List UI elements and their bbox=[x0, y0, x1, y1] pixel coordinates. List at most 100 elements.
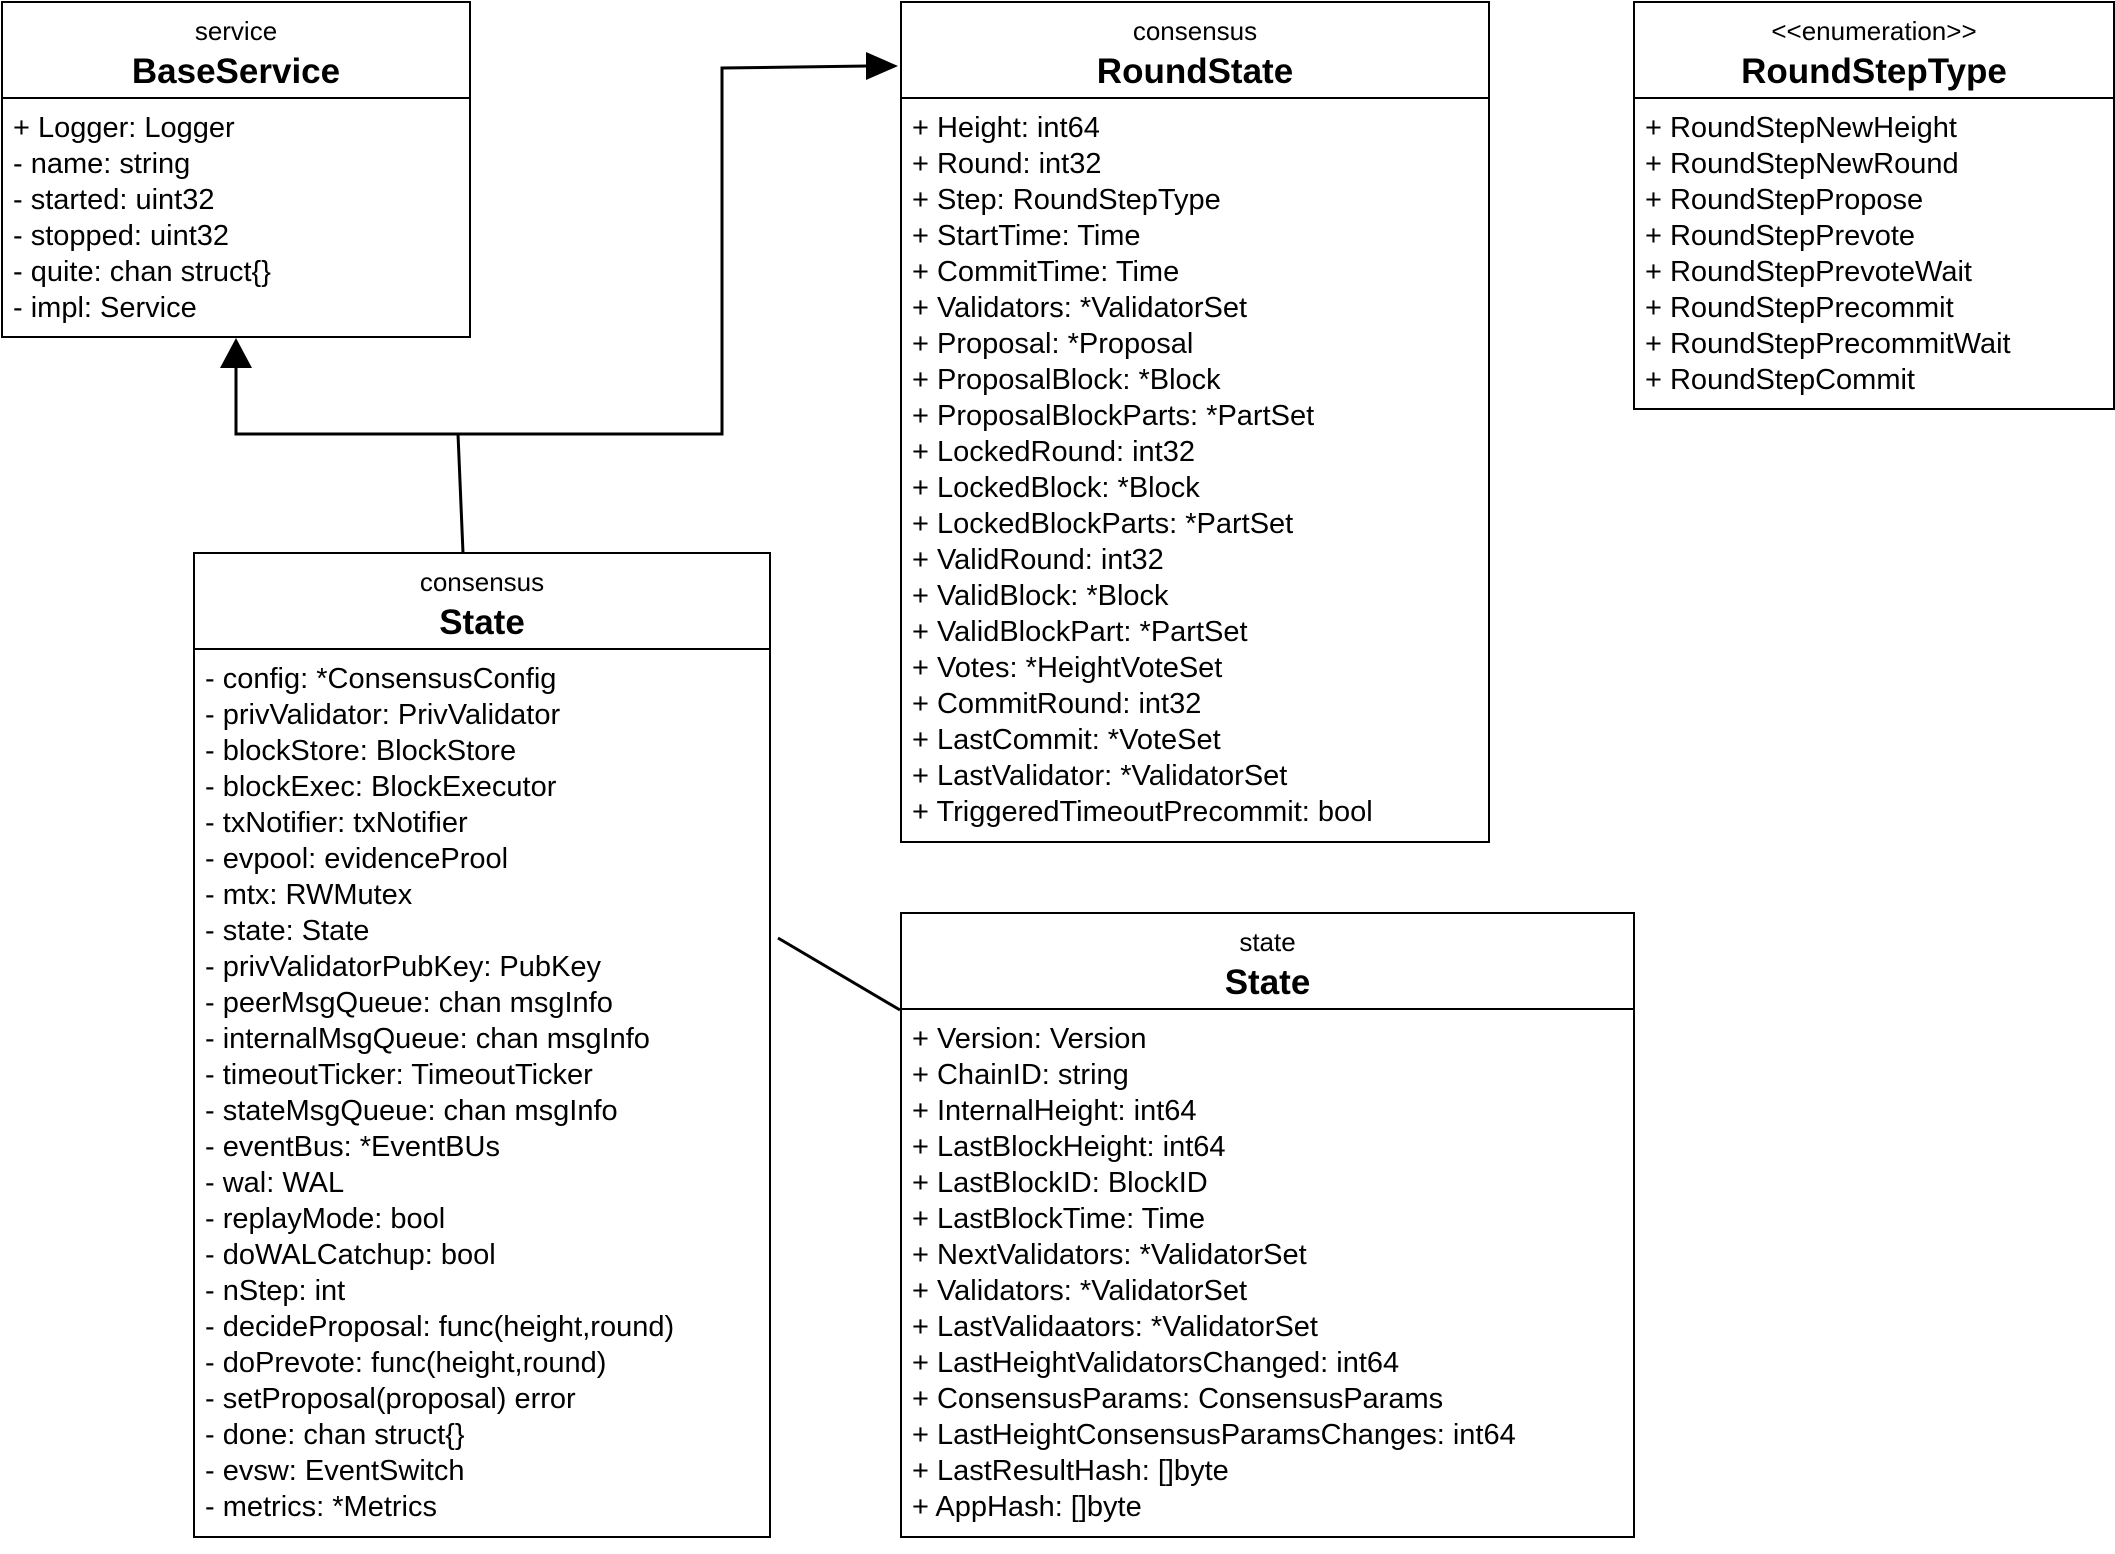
class-attribute: + RoundStepPrevote bbox=[1645, 220, 1916, 252]
class-attribute: - txNotifier: txNotifier bbox=[205, 807, 468, 839]
class-attribute: + Height: int64 bbox=[912, 112, 1100, 144]
class-attribute: - replayMode: bool bbox=[205, 1203, 446, 1235]
class-attribute: + RoundStepNewRound bbox=[1645, 148, 1959, 180]
class-header: service BaseService bbox=[3, 3, 469, 99]
class-box-consensus-state[interactable]: consensus State - config: *ConsensusConf… bbox=[193, 552, 771, 1538]
class-attribute: - timeoutTicker: TimeoutTicker bbox=[205, 1059, 593, 1091]
class-attribute: + RoundStepPrecommitWait bbox=[1645, 328, 2011, 360]
class-attribute: - state: State bbox=[205, 915, 370, 947]
class-attribute: + LastBlockTime: Time bbox=[912, 1203, 1206, 1235]
class-attribute: + LockedRound: int32 bbox=[912, 436, 1195, 468]
class-name: BaseService bbox=[131, 52, 341, 91]
class-attribute: + Validators: *ValidatorSet bbox=[912, 1275, 1248, 1307]
class-attribute: + LastBlockID: BlockID bbox=[912, 1167, 1208, 1199]
class-stereotype: <<enumeration>> bbox=[1771, 16, 1977, 46]
class-attribute: - evsw: EventSwitch bbox=[205, 1455, 465, 1487]
class-attribute: + AppHash: []byte bbox=[912, 1491, 1142, 1523]
class-package: state bbox=[1239, 927, 1296, 957]
class-attribute: + CommitRound: int32 bbox=[912, 688, 1202, 720]
class-name: State bbox=[1224, 963, 1311, 1002]
class-attribute: + CommitTime: Time bbox=[912, 256, 1180, 288]
association-connector-to-state-state bbox=[777, 936, 901, 1012]
class-attribute: + ChainID: string bbox=[912, 1059, 1129, 1091]
class-attribute: + NextValidators: *ValidatorSet bbox=[912, 1239, 1307, 1271]
class-attribute: - peerMsgQueue: chan msgInfo bbox=[205, 987, 613, 1019]
class-attribute: - quite: chan struct{} bbox=[13, 256, 271, 288]
attribute-list: + RoundStepNewHeight + RoundStepNewRound +… bbox=[1635, 99, 2113, 398]
class-attribute: - internalMsgQueue: chan msgInfo bbox=[205, 1023, 650, 1055]
class-name: RoundState bbox=[1096, 52, 1294, 91]
class-attribute: + StartTime: Time bbox=[912, 220, 1141, 252]
class-attribute: + LastValidator: *ValidatorSet bbox=[912, 760, 1288, 792]
class-attribute: - eventBus: *EventBUs bbox=[205, 1131, 500, 1163]
class-attribute: + RoundStepPrecommit bbox=[1645, 292, 1954, 324]
class-attribute: - wal: WAL bbox=[205, 1167, 345, 1199]
class-attribute: - done: chan struct{} bbox=[205, 1419, 465, 1451]
class-attribute: + ValidBlock: *Block bbox=[912, 580, 1169, 612]
class-name: State bbox=[439, 603, 525, 642]
class-box-roundstate[interactable]: consensus RoundState + Height: int64 + Ro… bbox=[900, 1, 1490, 843]
association-arrowhead bbox=[866, 52, 898, 80]
class-attribute: - nStep: int bbox=[205, 1275, 346, 1307]
class-attribute: - started: uint32 bbox=[13, 184, 215, 216]
class-attribute: - doWALCatchup: bool bbox=[205, 1239, 496, 1271]
class-attribute: + ProposalBlock: *Block bbox=[912, 364, 1221, 396]
class-attribute: - name: string bbox=[13, 148, 191, 180]
class-package: service bbox=[194, 16, 278, 46]
class-header: state State bbox=[902, 914, 1633, 1010]
class-attribute: - privValidatorPubKey: PubKey bbox=[205, 951, 602, 983]
inheritance-arrowhead bbox=[220, 338, 252, 368]
class-attribute: + LastValidaators: *ValidatorSet bbox=[912, 1311, 1318, 1343]
class-package: consensus bbox=[419, 567, 545, 597]
class-attribute: + ValidRound: int32 bbox=[912, 544, 1164, 576]
class-attribute: + Proposal: *Proposal bbox=[912, 328, 1194, 360]
class-attribute: + ValidBlockPart: *PartSet bbox=[912, 616, 1248, 648]
class-attribute: + RoundStepNewHeight bbox=[1645, 112, 1957, 144]
class-attribute: + ProposalBlockParts: *PartSet bbox=[912, 400, 1315, 432]
class-box-state-state[interactable]: state State + Version: Version + ChainID:… bbox=[900, 912, 1635, 1538]
class-attribute: + LastCommit: *VoteSet bbox=[912, 724, 1221, 756]
attribute-list: + Version: Version + ChainID: string + Int… bbox=[902, 1010, 1633, 1525]
class-attribute: + Round: int32 bbox=[912, 148, 1102, 180]
class-attribute: + RoundStepPrevoteWait bbox=[1645, 256, 1972, 288]
class-attribute: + InternalHeight: int64 bbox=[912, 1095, 1197, 1127]
class-attribute: + Step: RoundStepType bbox=[912, 184, 1221, 216]
class-attribute: - evpool: evidenceProol bbox=[205, 843, 509, 875]
attribute-list: - config: *ConsensusConfig - privValidato… bbox=[195, 650, 769, 1525]
inheritance-connector-to-baseservice bbox=[234, 368, 465, 554]
association-connector-to-roundstate bbox=[458, 64, 869, 436]
class-box-baseservice[interactable]: service BaseService + Logger: Logger - na… bbox=[1, 1, 471, 338]
class-attribute: - doPrevote: func(height,round) bbox=[205, 1347, 607, 1379]
class-attribute: - privValidator: PrivValidator bbox=[205, 699, 561, 731]
class-attribute: - blockStore: BlockStore bbox=[205, 735, 517, 767]
class-attribute: + RoundStepPropose bbox=[1645, 184, 1924, 216]
class-attribute: + LastHeightConsensusParamsChanges: int6… bbox=[912, 1419, 1516, 1451]
class-attribute: - stopped: uint32 bbox=[13, 220, 230, 252]
class-attribute: - impl: Service bbox=[13, 292, 197, 324]
class-attribute: + Logger: Logger bbox=[13, 112, 235, 144]
class-name: RoundStepType bbox=[1741, 52, 2007, 91]
class-attribute: - mtx: RWMutex bbox=[205, 879, 413, 911]
class-attribute: - metrics: *Metrics bbox=[205, 1491, 437, 1523]
class-package: consensus bbox=[1132, 16, 1258, 46]
attribute-list: + Logger: Logger - name: string - started:… bbox=[3, 99, 469, 326]
class-box-roundsteptype[interactable]: <<enumeration>> RoundStepType + RoundSte… bbox=[1633, 1, 2115, 410]
class-attribute: + ConsensusParams: ConsensusParams bbox=[912, 1383, 1444, 1415]
class-attribute: + LockedBlockParts: *PartSet bbox=[912, 508, 1294, 540]
class-attribute: + LastBlockHeight: int64 bbox=[912, 1131, 1226, 1163]
class-attribute: - decideProposal: func(height,round) bbox=[205, 1311, 675, 1343]
class-attribute: + Version: Version bbox=[912, 1023, 1147, 1055]
class-attribute: - setProposal(proposal) error bbox=[205, 1383, 576, 1415]
class-attribute: + TriggeredTimeoutPrecommit: bool bbox=[912, 796, 1373, 828]
class-attribute: + RoundStepCommit bbox=[1645, 364, 1915, 396]
class-attribute: - config: *ConsensusConfig bbox=[205, 663, 557, 695]
attribute-list: + Height: int64 + Round: int32 + Step: Rou… bbox=[902, 99, 1488, 830]
class-attribute: - blockExec: BlockExecutor bbox=[205, 771, 557, 803]
class-attribute: + LockedBlock: *Block bbox=[912, 472, 1200, 504]
class-attribute: + LastHeightValidatorsChanged: int64 bbox=[912, 1347, 1400, 1379]
class-attribute: + Validators: *ValidatorSet bbox=[912, 292, 1248, 324]
class-attribute: - stateMsgQueue: chan msgInfo bbox=[205, 1095, 618, 1127]
class-attribute: + Votes: *HeightVoteSet bbox=[912, 652, 1223, 684]
class-header: consensus State bbox=[195, 554, 769, 650]
